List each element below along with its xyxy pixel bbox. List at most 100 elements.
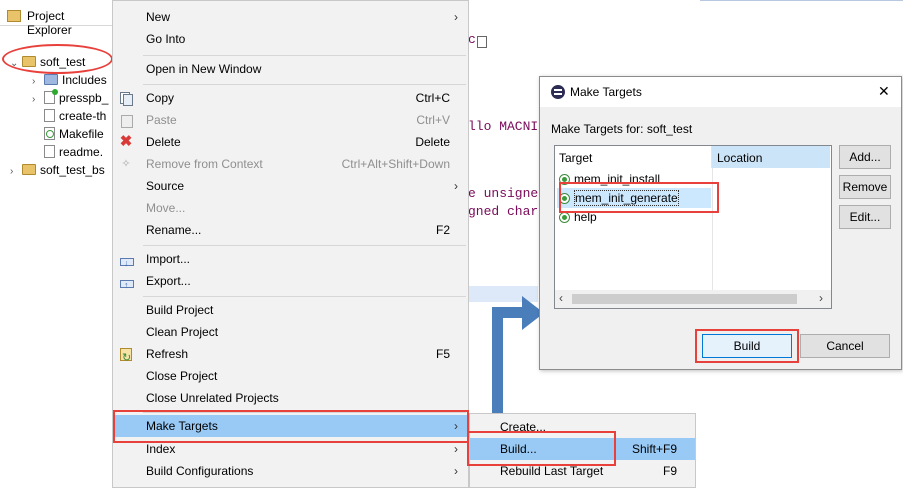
build-button[interactable]: Build bbox=[702, 334, 792, 358]
tree-item-makefile[interactable]: Makefile bbox=[44, 125, 104, 143]
column-header-label: Location bbox=[717, 151, 763, 165]
menu-accelerator: Ctrl+C bbox=[415, 91, 450, 105]
target-label: help bbox=[574, 210, 597, 224]
menu-label: Clean Project bbox=[146, 325, 219, 339]
submenu-item-rebuild-last-target[interactable]: Rebuild Last Target F9 bbox=[470, 460, 695, 482]
menu-item-build-project[interactable]: Build Project bbox=[113, 299, 468, 321]
chevron-right-icon[interactable]: › bbox=[32, 94, 36, 105]
tree-item-includes[interactable]: › Includes bbox=[32, 71, 107, 89]
menu-label: Index bbox=[146, 442, 176, 456]
chevron-right-icon[interactable]: › bbox=[10, 166, 14, 177]
menu-label: Source bbox=[146, 179, 185, 193]
menu-item-open-new-window[interactable]: Open in New Window bbox=[113, 58, 468, 80]
menu-accelerator: F9 bbox=[662, 464, 677, 478]
annotation-arrow-shaft bbox=[492, 313, 503, 418]
scroll-left-icon[interactable]: ‹ bbox=[559, 291, 563, 305]
menu-separator bbox=[143, 84, 466, 85]
code-fragment: c bbox=[468, 32, 476, 47]
code-fragment: e unsigne bbox=[468, 186, 539, 201]
remove-button[interactable]: Remove bbox=[839, 175, 891, 199]
delete-icon: ✖ bbox=[119, 133, 133, 150]
menu-label: New bbox=[146, 10, 171, 24]
tree-item-readme[interactable]: readme. bbox=[44, 143, 103, 161]
copy-icon bbox=[119, 91, 133, 106]
make-targets-dialog: Make Targets ✕ Make Targets for: soft_te… bbox=[539, 76, 902, 370]
scroll-right-icon[interactable]: › bbox=[819, 291, 823, 305]
menu-label: Refresh bbox=[146, 347, 189, 361]
menu-item-clean-project[interactable]: Clean Project bbox=[113, 321, 468, 343]
makefile-icon bbox=[44, 127, 55, 141]
menu-item-make-targets[interactable]: Make Targets › bbox=[113, 415, 468, 437]
explorer-title: Project Explorer bbox=[27, 9, 72, 37]
submenu-item-create[interactable]: Create... bbox=[470, 416, 695, 438]
annotation-arrow-shaft-horizontal bbox=[492, 307, 524, 318]
make-target-icon bbox=[559, 212, 570, 224]
menu-label: Rebuild Last Target bbox=[500, 464, 604, 478]
file-icon bbox=[44, 145, 55, 159]
tree-item-create[interactable]: create-th bbox=[44, 107, 106, 125]
dialog-title: Make Targets bbox=[570, 85, 642, 99]
menu-label: Paste bbox=[146, 113, 177, 127]
menu-item-close-project[interactable]: Close Project bbox=[113, 365, 468, 387]
edit-button[interactable]: Edit... bbox=[839, 205, 891, 229]
menu-label: Make Targets bbox=[146, 419, 218, 433]
menu-label: Create... bbox=[500, 420, 547, 434]
menu-item-export[interactable]: ↑ Export... bbox=[113, 270, 468, 292]
submenu-item-build[interactable]: Build...Shift+F9 bbox=[470, 438, 695, 460]
horizontal-scrollbar[interactable]: ‹ › bbox=[555, 290, 831, 308]
project-explorer-tab[interactable]: Project Explorer bbox=[0, 5, 112, 37]
close-icon[interactable]: ✕ bbox=[878, 83, 890, 99]
column-header-location[interactable]: Location bbox=[712, 146, 830, 168]
annotation-box-build bbox=[467, 431, 616, 466]
code-fragment: llo MACNI bbox=[468, 119, 539, 134]
menu-label: Import... bbox=[146, 252, 191, 266]
tree-item-label: readme. bbox=[59, 145, 104, 159]
menu-separator bbox=[143, 412, 466, 413]
menu-item-close-unrelated-projects[interactable]: Close Unrelated Projects bbox=[113, 387, 468, 409]
tree-item-label: Makefile bbox=[59, 127, 104, 141]
menu-accelerator: F5 bbox=[435, 347, 450, 361]
menu-item-build-configurations[interactable]: Build Configurations› bbox=[113, 460, 468, 482]
targets-table: Target Location mem_init_install mem_ini… bbox=[554, 145, 832, 309]
chevron-right-icon[interactable]: › bbox=[32, 76, 36, 87]
menu-item-import[interactable]: ↓ Import... bbox=[113, 248, 468, 270]
menu-label: Copy bbox=[146, 91, 175, 105]
menu-accelerator: Shift+F9 bbox=[631, 442, 677, 456]
target-label: mem_init_generate bbox=[574, 190, 679, 206]
tree-item-label: create-th bbox=[59, 109, 107, 123]
menu-label: Rename... bbox=[146, 223, 202, 237]
menu-item-move[interactable]: Move... bbox=[113, 197, 468, 219]
annotation-arrow-head bbox=[522, 296, 544, 330]
tree-item-soft-test-bs[interactable]: › soft_test_bs bbox=[10, 161, 105, 179]
menu-item-source[interactable]: Source› bbox=[113, 175, 468, 197]
menu-accelerator: F2 bbox=[435, 223, 450, 237]
tree-item-label: soft_test_bs bbox=[40, 163, 105, 177]
menu-item-new[interactable]: New› bbox=[113, 6, 468, 28]
menu-item-index[interactable]: Index› bbox=[113, 438, 468, 460]
tree-item-label: presspb_ bbox=[59, 91, 109, 105]
tree-item-presspb[interactable]: › presspb_ bbox=[32, 89, 108, 107]
add-button[interactable]: Add... bbox=[839, 145, 891, 169]
cancel-button[interactable]: Cancel bbox=[800, 334, 890, 358]
target-row-selected[interactable]: mem_init_generate bbox=[557, 188, 711, 208]
menu-label: Build Configurations bbox=[146, 464, 254, 478]
editor-top-border bbox=[700, 0, 903, 1]
scrollbar-thumb[interactable] bbox=[572, 294, 797, 304]
menu-item-rename[interactable]: Rename... F2 bbox=[113, 219, 468, 241]
source-file-icon bbox=[44, 89, 58, 105]
explorer-folder-icon bbox=[7, 10, 21, 22]
menu-item-copy[interactable]: Copy Ctrl+C bbox=[113, 87, 468, 109]
tree-item-label: Includes bbox=[62, 73, 107, 87]
menu-label: Delete bbox=[146, 135, 181, 149]
column-header-target[interactable]: Target bbox=[555, 146, 712, 168]
chevron-right-icon: › bbox=[454, 419, 458, 433]
menu-label: Remove from Context bbox=[146, 157, 263, 171]
column-header-label: Target bbox=[559, 151, 593, 165]
menu-item-go-into[interactable]: Go Into bbox=[113, 28, 468, 50]
includes-icon bbox=[44, 74, 58, 86]
